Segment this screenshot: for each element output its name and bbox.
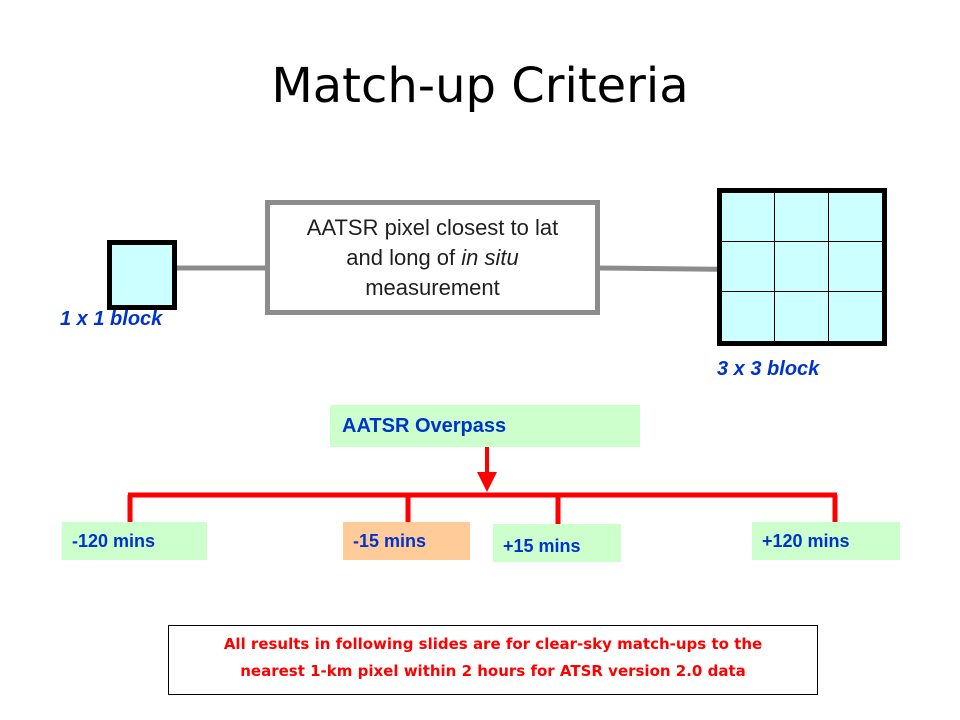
grid-cell <box>775 242 829 292</box>
time-minus-120: -120 mins <box>62 522 207 560</box>
grid-cell <box>722 291 776 341</box>
slide-title: Match-up Criteria <box>271 58 689 114</box>
grid-cell <box>775 291 829 341</box>
single-block-label: 1 x 1 block <box>60 308 163 330</box>
overpass-box: AATSR Overpass <box>330 405 640 447</box>
grid-cell <box>828 193 882 243</box>
grid-cell <box>828 242 882 292</box>
pixel-box-line1: AATSR pixel closest to lat <box>306 214 559 240</box>
note-line2: nearest 1-km pixel within 2 hours for AT… <box>240 662 746 680</box>
grid-block-label: 3 x 3 block <box>717 358 820 380</box>
pixel-box-in-situ: in situ <box>461 244 519 270</box>
note-line1: All results in following slides are for … <box>223 635 763 653</box>
grid-cell <box>722 193 776 243</box>
pixel-box-line2-prefix: and long of <box>346 244 462 270</box>
time-minus-15: -15 mins <box>343 522 470 560</box>
three-by-three-block <box>717 188 887 346</box>
closest-pixel-box: AATSR pixel closest to lat and long of i… <box>265 200 600 315</box>
time-plus-15: +15 mins <box>493 524 621 562</box>
grid-cell <box>722 242 776 292</box>
grid-cell <box>775 193 829 243</box>
results-note: All results in following slides are for … <box>168 625 818 695</box>
pixel-box-line3: measurement <box>365 274 500 300</box>
single-pixel-block <box>107 240 177 310</box>
time-plus-120: +120 mins <box>752 522 900 560</box>
